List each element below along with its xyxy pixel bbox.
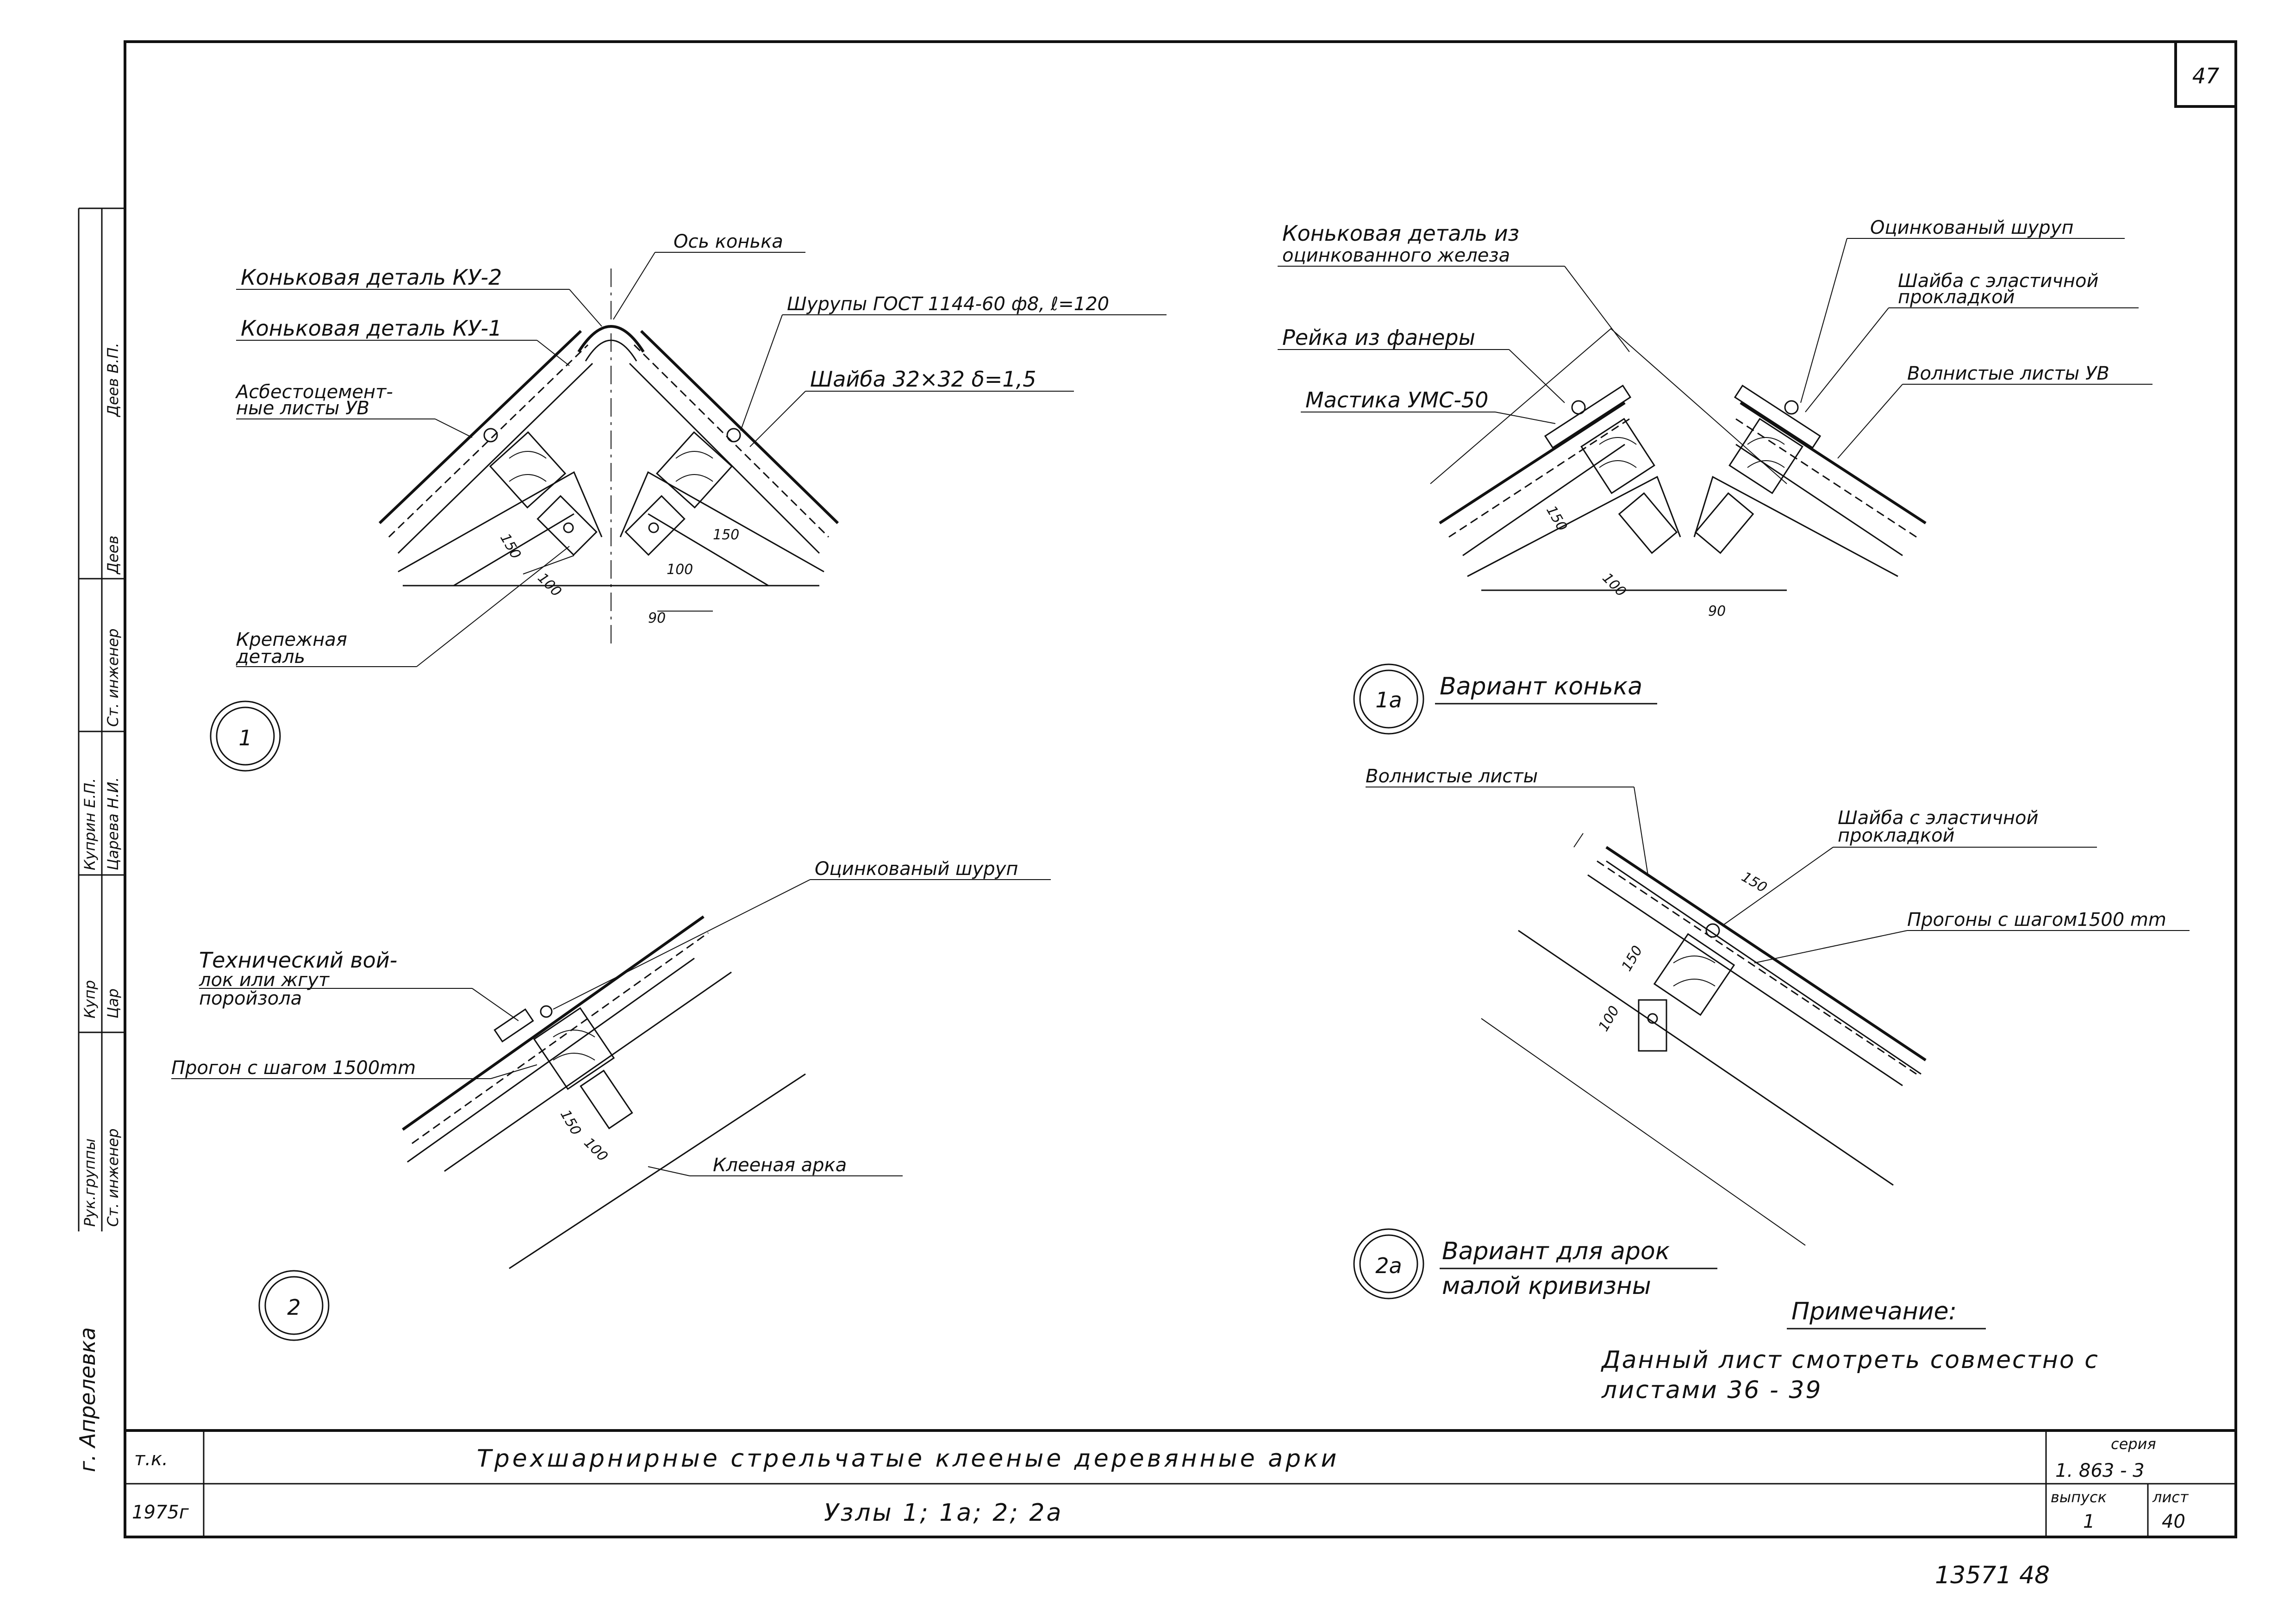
n1a-ridge-line1: Коньковая деталь из [1282, 221, 1519, 246]
n2-dim-150: 150 [557, 1107, 584, 1138]
sheet-frame [124, 40, 2237, 1538]
node-1-detail: 1 Ось конька Коньковая деталь КУ-2 Коньк… [210, 231, 1167, 772]
n2-felt-line2: лок или жгут [199, 969, 330, 991]
n2a-sheets: Волнистые листы [1366, 766, 1538, 787]
node-2a-title-line1: Вариант для арок [1442, 1237, 1670, 1265]
stamp-role-2: Ст. инженер [104, 1129, 122, 1227]
n2a-purlins: Прогоны с шагом1500 mm [1907, 909, 2166, 931]
tb-sheet-label: лист [2152, 1488, 2189, 1506]
n1-washer-label: Шайба 32×32 δ=1,5 [810, 367, 1036, 392]
node-2a-detail: 2а Вариант для арок малой кривизны Волни… [1353, 766, 2190, 1300]
stamp-name-3: Деев В.П. [104, 343, 122, 418]
n1-ku2-label: Коньковая деталь КУ-2 [241, 265, 502, 290]
n1-asbestos-line2: ные листы УВ [236, 398, 369, 419]
n2-dim-100: 100 [580, 1135, 611, 1165]
tb-subtitle: Узлы 1; 1а; 2; 2а [824, 1499, 1063, 1527]
n1-ku1-label: Коньковая деталь КУ-1 [241, 316, 502, 341]
stamp-sign-2: Цар [104, 988, 122, 1018]
stamp-sign-3: Деев [104, 536, 122, 575]
tb-issue-label: выпуск [2051, 1488, 2107, 1506]
n1-fastener-line2: деталь [236, 646, 305, 668]
n1a-sheets: Волнистые листы УВ [1907, 363, 2109, 384]
stamp-city: г. Апрелевка [75, 1327, 100, 1472]
n1-dim-90: 90 [648, 610, 666, 626]
side-stamp: Рук.группы Ст. инженер Купр Цар Куприн Е… [75, 207, 125, 1472]
n1a-dim-100: 100 [1599, 570, 1629, 600]
page-number-box [2174, 40, 2237, 108]
node-1-marker: 1 [238, 725, 252, 750]
n1-asbestos-line1: Асбестоцемент- [235, 381, 393, 403]
n2a-dim-150b: 150 [1619, 943, 1646, 974]
title-block: т.к. 1975г Трехшарнирные стрельчатые кле… [125, 1429, 2236, 1537]
n1-ridge-axis-label: Ось конька [674, 231, 783, 252]
tb-series-label: серия [2111, 1435, 2156, 1453]
n1-screws-label: Шурупы ГОСТ 1144-60 ф8, ℓ=120 [787, 294, 1109, 315]
n2a-dim-150a: 150 [1739, 869, 1770, 896]
stamp-sign-1: Купр [81, 980, 99, 1018]
node-2a-title-line2: малой кривизны [1442, 1272, 1651, 1300]
bottom-number: 13571 48 [1935, 1562, 2050, 1589]
tb-sheet-value: 40 [2162, 1511, 2185, 1532]
tb-issue-value: 1 [2083, 1511, 2095, 1532]
stamp-name-1: Куприн Е.П. [81, 778, 99, 870]
node-1a-title: Вариант конька [1440, 673, 1642, 700]
note-line1: Данный лист смотреть совместно с [1601, 1346, 2099, 1374]
n2a-washer-line1: Шайба с эластичной [1838, 807, 2038, 829]
node-2a-marker: 2а [1375, 1253, 1402, 1278]
stamp-role-3: Ст. инженер [104, 629, 122, 727]
n1a-plywood: Рейка из фанеры [1282, 325, 1475, 350]
note-block: Примечание: Данный лист смотреть совмест… [1601, 1298, 2099, 1404]
n1a-dim-150: 150 [1543, 503, 1570, 534]
n2-screw: Оцинкованый шуруп [815, 858, 1018, 880]
tb-series-value: 1. 863 - 3 [2055, 1460, 2145, 1481]
n1a-washer-line1: Шайба с эластичной [1898, 270, 2098, 292]
n2-purlin: Прогон с шагом 1500mm [171, 1057, 416, 1079]
n2-arch: Клееная арка [713, 1155, 847, 1176]
n1a-screw: Оцинкованый шуруп [1870, 217, 2074, 238]
tb-year: 1975г [132, 1502, 189, 1523]
n2-felt-line3: поройзола [199, 988, 302, 1009]
n2a-washer-line2: прокладкой [1838, 825, 1955, 846]
node-1a-marker: 1а [1375, 687, 1402, 712]
node-1a-detail: 1а Вариант конька Коньковая деталь из оц… [1278, 217, 2152, 735]
n1a-dim-90: 90 [1708, 603, 1726, 619]
node-2-marker: 2 [287, 1295, 300, 1320]
note-line2: листами 36 - 39 [1601, 1376, 1822, 1404]
n2a-dim-100: 100 [1596, 1003, 1623, 1034]
n1-dim-150b: 150 [713, 527, 739, 543]
stamp-role-1: Рук.группы [81, 1138, 99, 1227]
tb-title: Трехшарнирные стрельчатые клееные деревя… [477, 1445, 1339, 1473]
n1-dim-100b: 100 [667, 562, 693, 578]
n1-fastener-line1: Крепежная [236, 629, 347, 650]
n1-dim-100a: 100 [534, 570, 564, 600]
note-heading: Примечание: [1791, 1298, 1957, 1325]
page-number: 47 [2192, 63, 2220, 88]
n1a-ridge-line2: оцинкованного железа [1282, 245, 1510, 266]
n1a-washer-line2: прокладкой [1898, 287, 2015, 308]
tb-org: т.к. [134, 1449, 168, 1470]
node-2-detail: 2 Оцинкованый шуруп Технический вой- лок… [171, 858, 1051, 1341]
n2-felt-line1: Технический вой- [199, 948, 397, 973]
stamp-name-2: Царева Н.И. [104, 777, 122, 870]
n1a-mastic: Мастика УМС-50 [1305, 387, 1488, 412]
